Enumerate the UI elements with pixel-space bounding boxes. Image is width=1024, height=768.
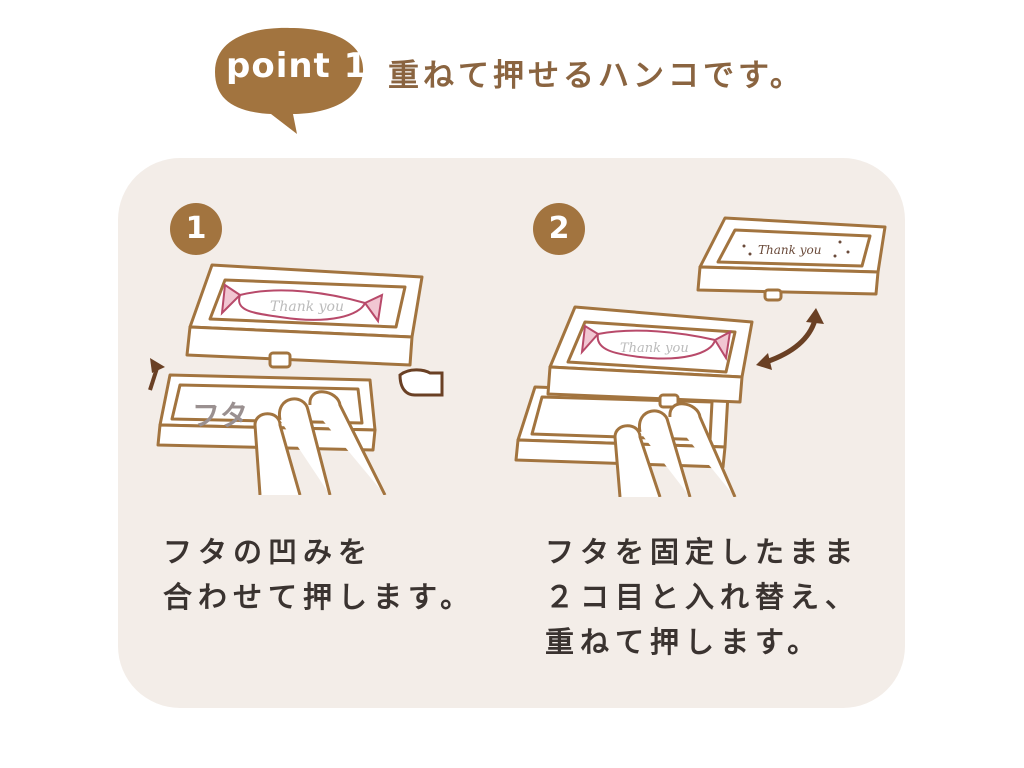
step-number-badge: 1 (170, 203, 222, 255)
step2-description: フタを固定したまま ２コ目と入れ替え、 重ねて押します。 (545, 530, 860, 665)
stamp-text: Thank you (758, 243, 821, 257)
step-text-line: 合わせて押します。 (163, 580, 476, 614)
step2-illustration: Thank you Thank you (514, 216, 887, 497)
step-number-badge: 2 (533, 203, 585, 255)
pointing-hand-icon (398, 368, 444, 397)
point-badge-label: point 1 (226, 46, 369, 86)
step1-illustration: Thank you フタ (148, 263, 444, 495)
page-title: 重ねて押せるハンコです。 (388, 58, 805, 94)
lid-label: フタ (192, 399, 248, 432)
fingers-icon (613, 402, 737, 497)
speech-bubble-icon (215, 27, 364, 135)
step-text-line: 重ねて押します。 (545, 625, 823, 659)
step1-description: フタの凹みを 合わせて押します。 (163, 530, 475, 620)
swap-arrow-icon (756, 308, 824, 370)
stamp-text: Thank you (620, 341, 689, 356)
stamp-dots-icon (742, 240, 850, 258)
step-text-line: フタを固定したまま (545, 535, 860, 569)
step-text-line: フタの凹みを (163, 535, 374, 569)
fingers-icon (253, 390, 387, 495)
stamp-text: Thank you (270, 299, 344, 315)
step-text-line: ２コ目と入れ替え、 (545, 580, 861, 614)
lift-arrow-icon (148, 358, 165, 391)
